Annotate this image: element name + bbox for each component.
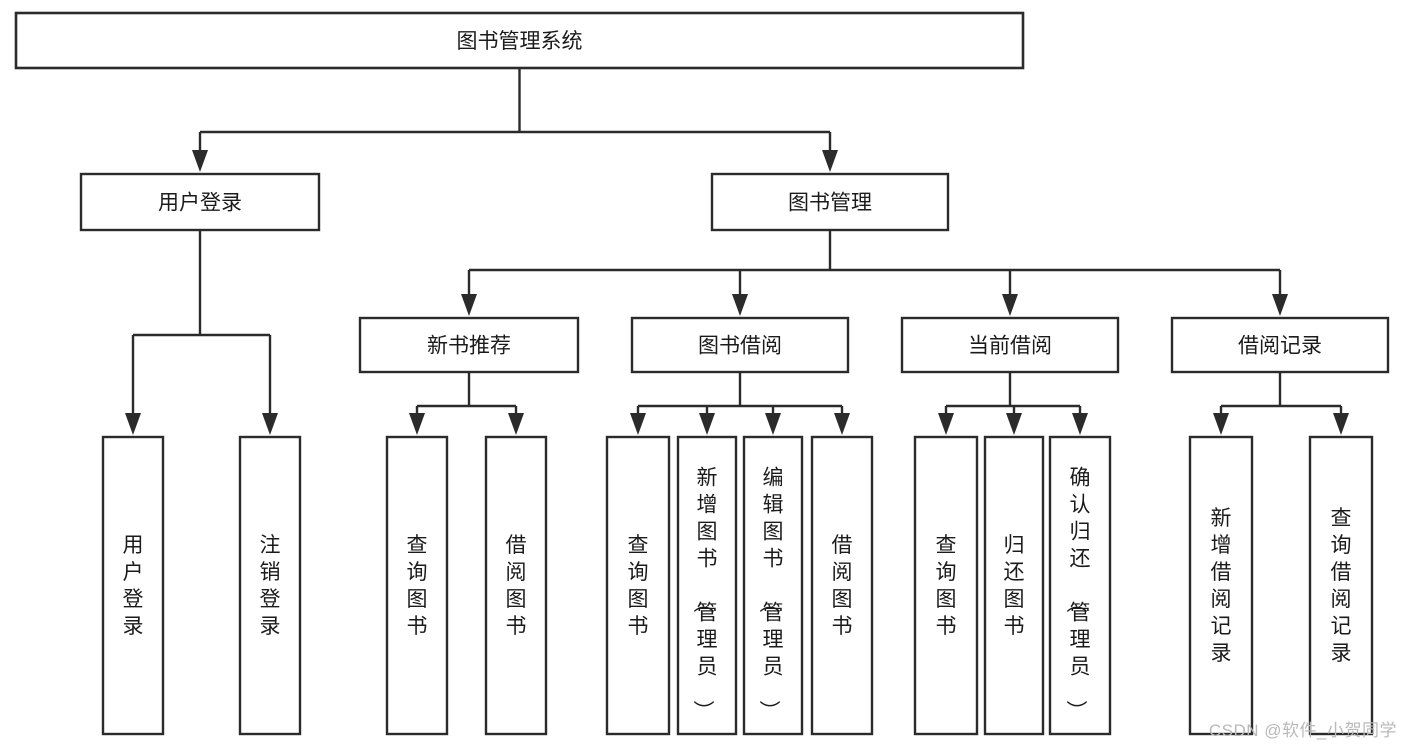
connector-group-borrow-record <box>1213 372 1349 435</box>
node-leaf-add-book-admin[interactable]: 新增图书（管理员） <box>676 435 738 736</box>
arrow-head-icon <box>461 294 477 316</box>
node-box-leaf-edit-book-admin[interactable] <box>742 435 804 736</box>
node-book-borrow[interactable]: 图书借阅 <box>630 316 850 374</box>
node-label-leaf-query-book-3: 查询图书 <box>936 534 957 638</box>
arrow-head-icon <box>699 413 715 435</box>
node-label-leaf-borrow-book-1: 借阅图书 <box>506 534 527 638</box>
arrow-head-icon <box>125 413 141 435</box>
node-box-user-login[interactable] <box>79 172 321 232</box>
node-box-leaf-query-record[interactable] <box>1308 435 1374 736</box>
node-leaf-user-login[interactable]: 用户登录 <box>101 435 165 736</box>
node-leaf-confirm-return-admin[interactable]: 确认归还（管理员） <box>1048 435 1112 736</box>
node-box-leaf-confirm-return-admin[interactable] <box>1048 435 1112 736</box>
node-box-leaf-add-book-admin[interactable] <box>676 435 738 736</box>
node-label-user-login: 用户登录 <box>158 192 242 215</box>
node-box-leaf-query-book-1[interactable] <box>385 435 449 736</box>
node-box-root[interactable] <box>14 11 1025 70</box>
arrow-head-icon <box>1072 413 1088 435</box>
node-user-login[interactable]: 用户登录 <box>79 172 321 232</box>
node-label-borrow-record: 借阅记录 <box>1238 335 1322 358</box>
node-leaf-edit-book-admin[interactable]: 编辑图书（管理员） <box>742 435 804 736</box>
connector-group-user-login <box>125 230 278 435</box>
node-box-leaf-return-book[interactable] <box>983 435 1045 736</box>
node-label-leaf-query-book-2: 查询图书 <box>628 534 649 638</box>
node-book-manage[interactable]: 图书管理 <box>710 172 950 232</box>
arrow-head-icon <box>1002 294 1018 316</box>
arrow-head-icon <box>822 150 838 172</box>
node-new-book-recommend[interactable]: 新书推荐 <box>358 316 580 374</box>
node-box-leaf-add-record[interactable] <box>1188 435 1254 736</box>
node-current-borrow[interactable]: 当前借阅 <box>900 316 1120 374</box>
connector-group-book-borrow <box>630 372 850 435</box>
node-label-book-borrow: 图书借阅 <box>698 335 782 358</box>
arrow-head-icon <box>508 413 524 435</box>
node-borrow-record[interactable]: 借阅记录 <box>1170 316 1390 374</box>
connector-group-root <box>192 68 838 172</box>
node-root[interactable]: 图书管理系统 <box>14 11 1025 70</box>
node-leaf-borrow-book-2[interactable]: 借阅图书 <box>810 435 874 736</box>
connector-group-book-manage <box>461 230 1288 316</box>
arrow-head-icon <box>630 413 646 435</box>
node-label-leaf-add-book-admin: 新增图书（管理员） <box>692 466 718 721</box>
arrow-head-icon <box>834 413 850 435</box>
node-label-leaf-borrow-book-2: 借阅图书 <box>832 534 853 638</box>
node-box-new-book-recommend[interactable] <box>358 316 580 374</box>
node-leaf-return-book[interactable]: 归还图书 <box>983 435 1045 736</box>
node-box-leaf-user-login[interactable] <box>101 435 165 736</box>
node-box-leaf-borrow-book-1[interactable] <box>484 435 548 736</box>
node-box-leaf-query-book-2[interactable] <box>605 435 671 736</box>
arrow-head-icon <box>1333 413 1349 435</box>
arrow-head-icon <box>938 413 954 435</box>
node-label-new-book-recommend: 新书推荐 <box>427 335 511 358</box>
node-leaf-query-book-3[interactable]: 查询图书 <box>913 435 979 736</box>
node-box-leaf-query-book-3[interactable] <box>913 435 979 736</box>
node-label-leaf-user-logout: 注销登录 <box>260 534 281 638</box>
arrow-head-icon <box>1213 413 1229 435</box>
node-box-leaf-borrow-book-2[interactable] <box>810 435 874 736</box>
node-label-leaf-confirm-return-admin: 确认归还（管理员） <box>1065 466 1091 721</box>
node-box-leaf-user-logout[interactable] <box>238 435 302 736</box>
node-box-borrow-record[interactable] <box>1170 316 1390 374</box>
node-label-book-manage: 图书管理 <box>788 192 872 215</box>
node-layer: 图书管理系统用户登录图书管理新书推荐图书借阅当前借阅借阅记录用户登录注销登录查询… <box>14 11 1390 736</box>
watermark-label: CSDN @软件_小贺同学 <box>1208 721 1397 740</box>
node-box-book-manage[interactable] <box>710 172 950 232</box>
arrow-head-icon <box>732 294 748 316</box>
node-leaf-borrow-book-1[interactable]: 借阅图书 <box>484 435 548 736</box>
arrow-head-icon <box>1006 413 1022 435</box>
connector-group-new-book-recommend <box>409 372 524 435</box>
node-leaf-query-book-2[interactable]: 查询图书 <box>605 435 671 736</box>
node-label-leaf-query-book-1: 查询图书 <box>407 534 428 638</box>
connector-layer <box>125 68 1349 435</box>
arrow-head-icon <box>765 413 781 435</box>
node-leaf-user-logout[interactable]: 注销登录 <box>238 435 302 736</box>
arrow-head-icon <box>409 413 425 435</box>
node-label-leaf-query-record: 查询借阅记录 <box>1331 507 1352 665</box>
node-leaf-query-book-1[interactable]: 查询图书 <box>385 435 449 736</box>
node-leaf-add-record[interactable]: 新增借阅记录 <box>1188 435 1254 736</box>
node-box-current-borrow[interactable] <box>900 316 1120 374</box>
node-label-leaf-return-book: 归还图书 <box>1004 534 1025 638</box>
connector-group-current-borrow <box>938 372 1088 435</box>
arrow-head-icon <box>262 413 278 435</box>
node-label-leaf-user-login: 用户登录 <box>123 534 144 638</box>
node-label-leaf-add-record: 新增借阅记录 <box>1211 507 1232 665</box>
arrow-head-icon <box>1272 294 1288 316</box>
node-box-book-borrow[interactable] <box>630 316 850 374</box>
arrow-head-icon <box>192 150 208 172</box>
node-label-leaf-edit-book-admin: 编辑图书（管理员） <box>758 466 784 721</box>
node-label-root: 图书管理系统 <box>457 30 583 53</box>
node-label-current-borrow: 当前借阅 <box>968 335 1052 358</box>
node-leaf-query-record[interactable]: 查询借阅记录 <box>1308 435 1374 736</box>
